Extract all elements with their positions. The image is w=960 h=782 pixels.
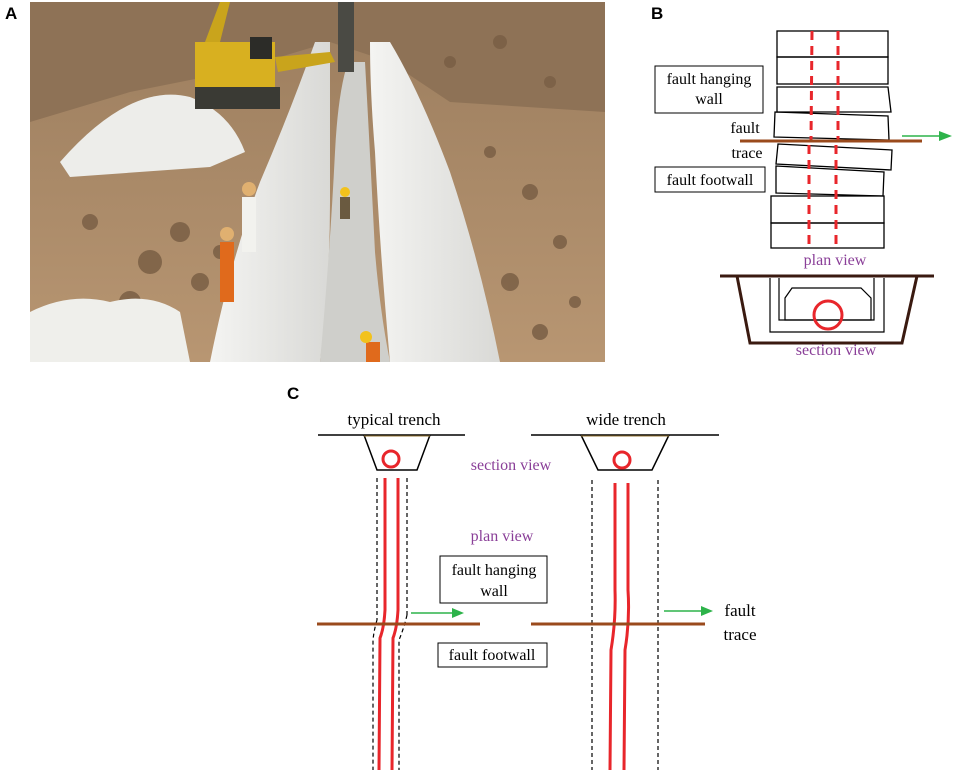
wide-trench-walls	[591, 480, 659, 770]
plan-view-label-c: plan view	[471, 528, 534, 545]
section-view-trench	[720, 274, 934, 345]
fault-trace-label-c-line2: trace	[723, 625, 756, 644]
pipe-segments	[770, 30, 893, 249]
plan-view-label: plan view	[804, 252, 867, 269]
fault-trace-label-c-line1: fault	[724, 601, 755, 620]
footwall-box	[654, 166, 766, 193]
panel-label-c: C	[287, 384, 300, 403]
panel-label-b: B	[651, 4, 664, 23]
slip-arrow	[902, 131, 952, 141]
panel-b-diagram: fault hanging wall fault trace fault foo…	[654, 30, 952, 359]
hanging-wall-box	[654, 65, 764, 114]
pipe-segment	[775, 165, 885, 197]
typical-trench-section	[318, 434, 465, 471]
photo-trench-floor	[320, 62, 390, 362]
footwall-label-c: fault footwall	[449, 647, 536, 664]
photo-excavator	[195, 2, 335, 109]
panel-label-a: A	[5, 4, 18, 23]
footwall-box-c	[437, 642, 548, 668]
section-view-label-c: section view	[471, 457, 552, 474]
pipe-segment	[773, 111, 890, 141]
typical-trench-pipes	[377, 478, 400, 771]
typical-trench-title: typical trench	[348, 410, 441, 429]
pipe-segment	[770, 195, 885, 224]
photo-right-liner	[370, 42, 500, 362]
slip-arrow-typical	[411, 608, 464, 618]
hanging-wall-label-line2: wall	[695, 91, 723, 108]
hanging-wall-label-c-line1: fault hanging	[452, 562, 537, 579]
pipe-segment	[776, 56, 889, 85]
pipe-segment	[776, 30, 889, 58]
pipe-centerlines	[807, 30, 840, 248]
slip-arrow-wide	[664, 606, 713, 616]
fault-trace-label-line2: trace	[731, 145, 762, 162]
section-view-label: section view	[796, 342, 877, 359]
photo-sandbags	[30, 298, 190, 362]
fault-trace-label-line1: fault	[730, 120, 760, 137]
pipe-segment	[770, 222, 885, 249]
wide-trench-section	[531, 434, 719, 471]
photo-pipe	[338, 2, 354, 72]
hanging-wall-label-line1: fault hanging	[667, 71, 752, 88]
typical-trench-walls	[372, 478, 408, 770]
typical-pipe-circle	[381, 449, 401, 469]
pipe-segment	[775, 143, 893, 171]
photo-left-liner	[210, 42, 330, 362]
footwall-label: fault footwall	[667, 172, 754, 189]
panel-c-diagram: typical trench wide trench section view …	[317, 410, 757, 771]
pipe-section-circle	[812, 299, 844, 331]
hanging-wall-box-c	[439, 555, 548, 604]
photo-far-ground	[30, 2, 605, 122]
pipe-segment	[776, 86, 892, 113]
wide-trench-title: wide trench	[586, 410, 666, 429]
trench-photo	[30, 2, 605, 362]
wide-pipe-circle	[612, 450, 632, 470]
hanging-wall-label-c-line2: wall	[480, 583, 508, 600]
photo-workers	[220, 182, 380, 362]
wide-trench-pipes	[608, 483, 631, 771]
photo-sand-pile	[60, 94, 245, 177]
